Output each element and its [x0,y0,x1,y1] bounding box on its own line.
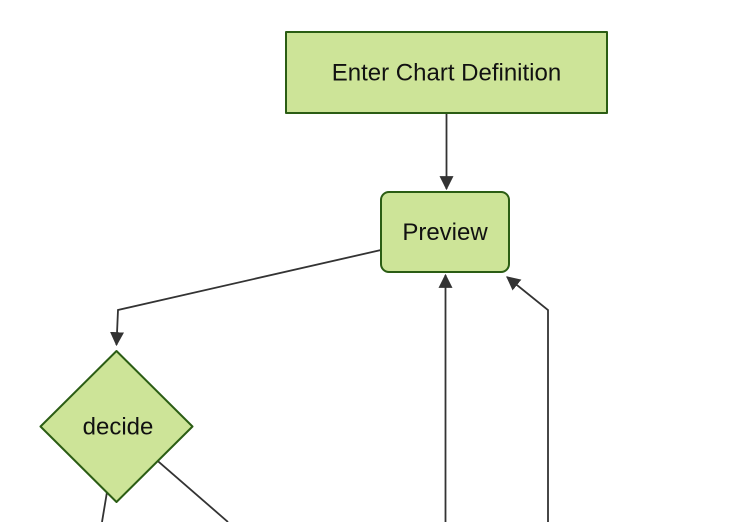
node-decide-shape [39,350,194,503]
node-label-preview: Preview [402,219,488,246]
node-enter-chart-definition-shape [285,31,608,114]
edge-offscreen-bottom-right-to-preview [506,276,549,522]
node-layer: Enter Chart Definition Preview decide [39,31,608,503]
node-preview-shape [380,191,510,273]
edge-preview-to-decide [110,249,382,347]
node-enter-chart-definition: Enter Chart Definition [285,31,608,114]
node-label-enter-chart-definition: Enter Chart Definition [332,60,561,87]
node-preview: Preview [380,191,510,273]
edge-layer [101,113,549,522]
node-decide: decide [39,350,194,503]
node-label-decide: decide [83,414,154,441]
